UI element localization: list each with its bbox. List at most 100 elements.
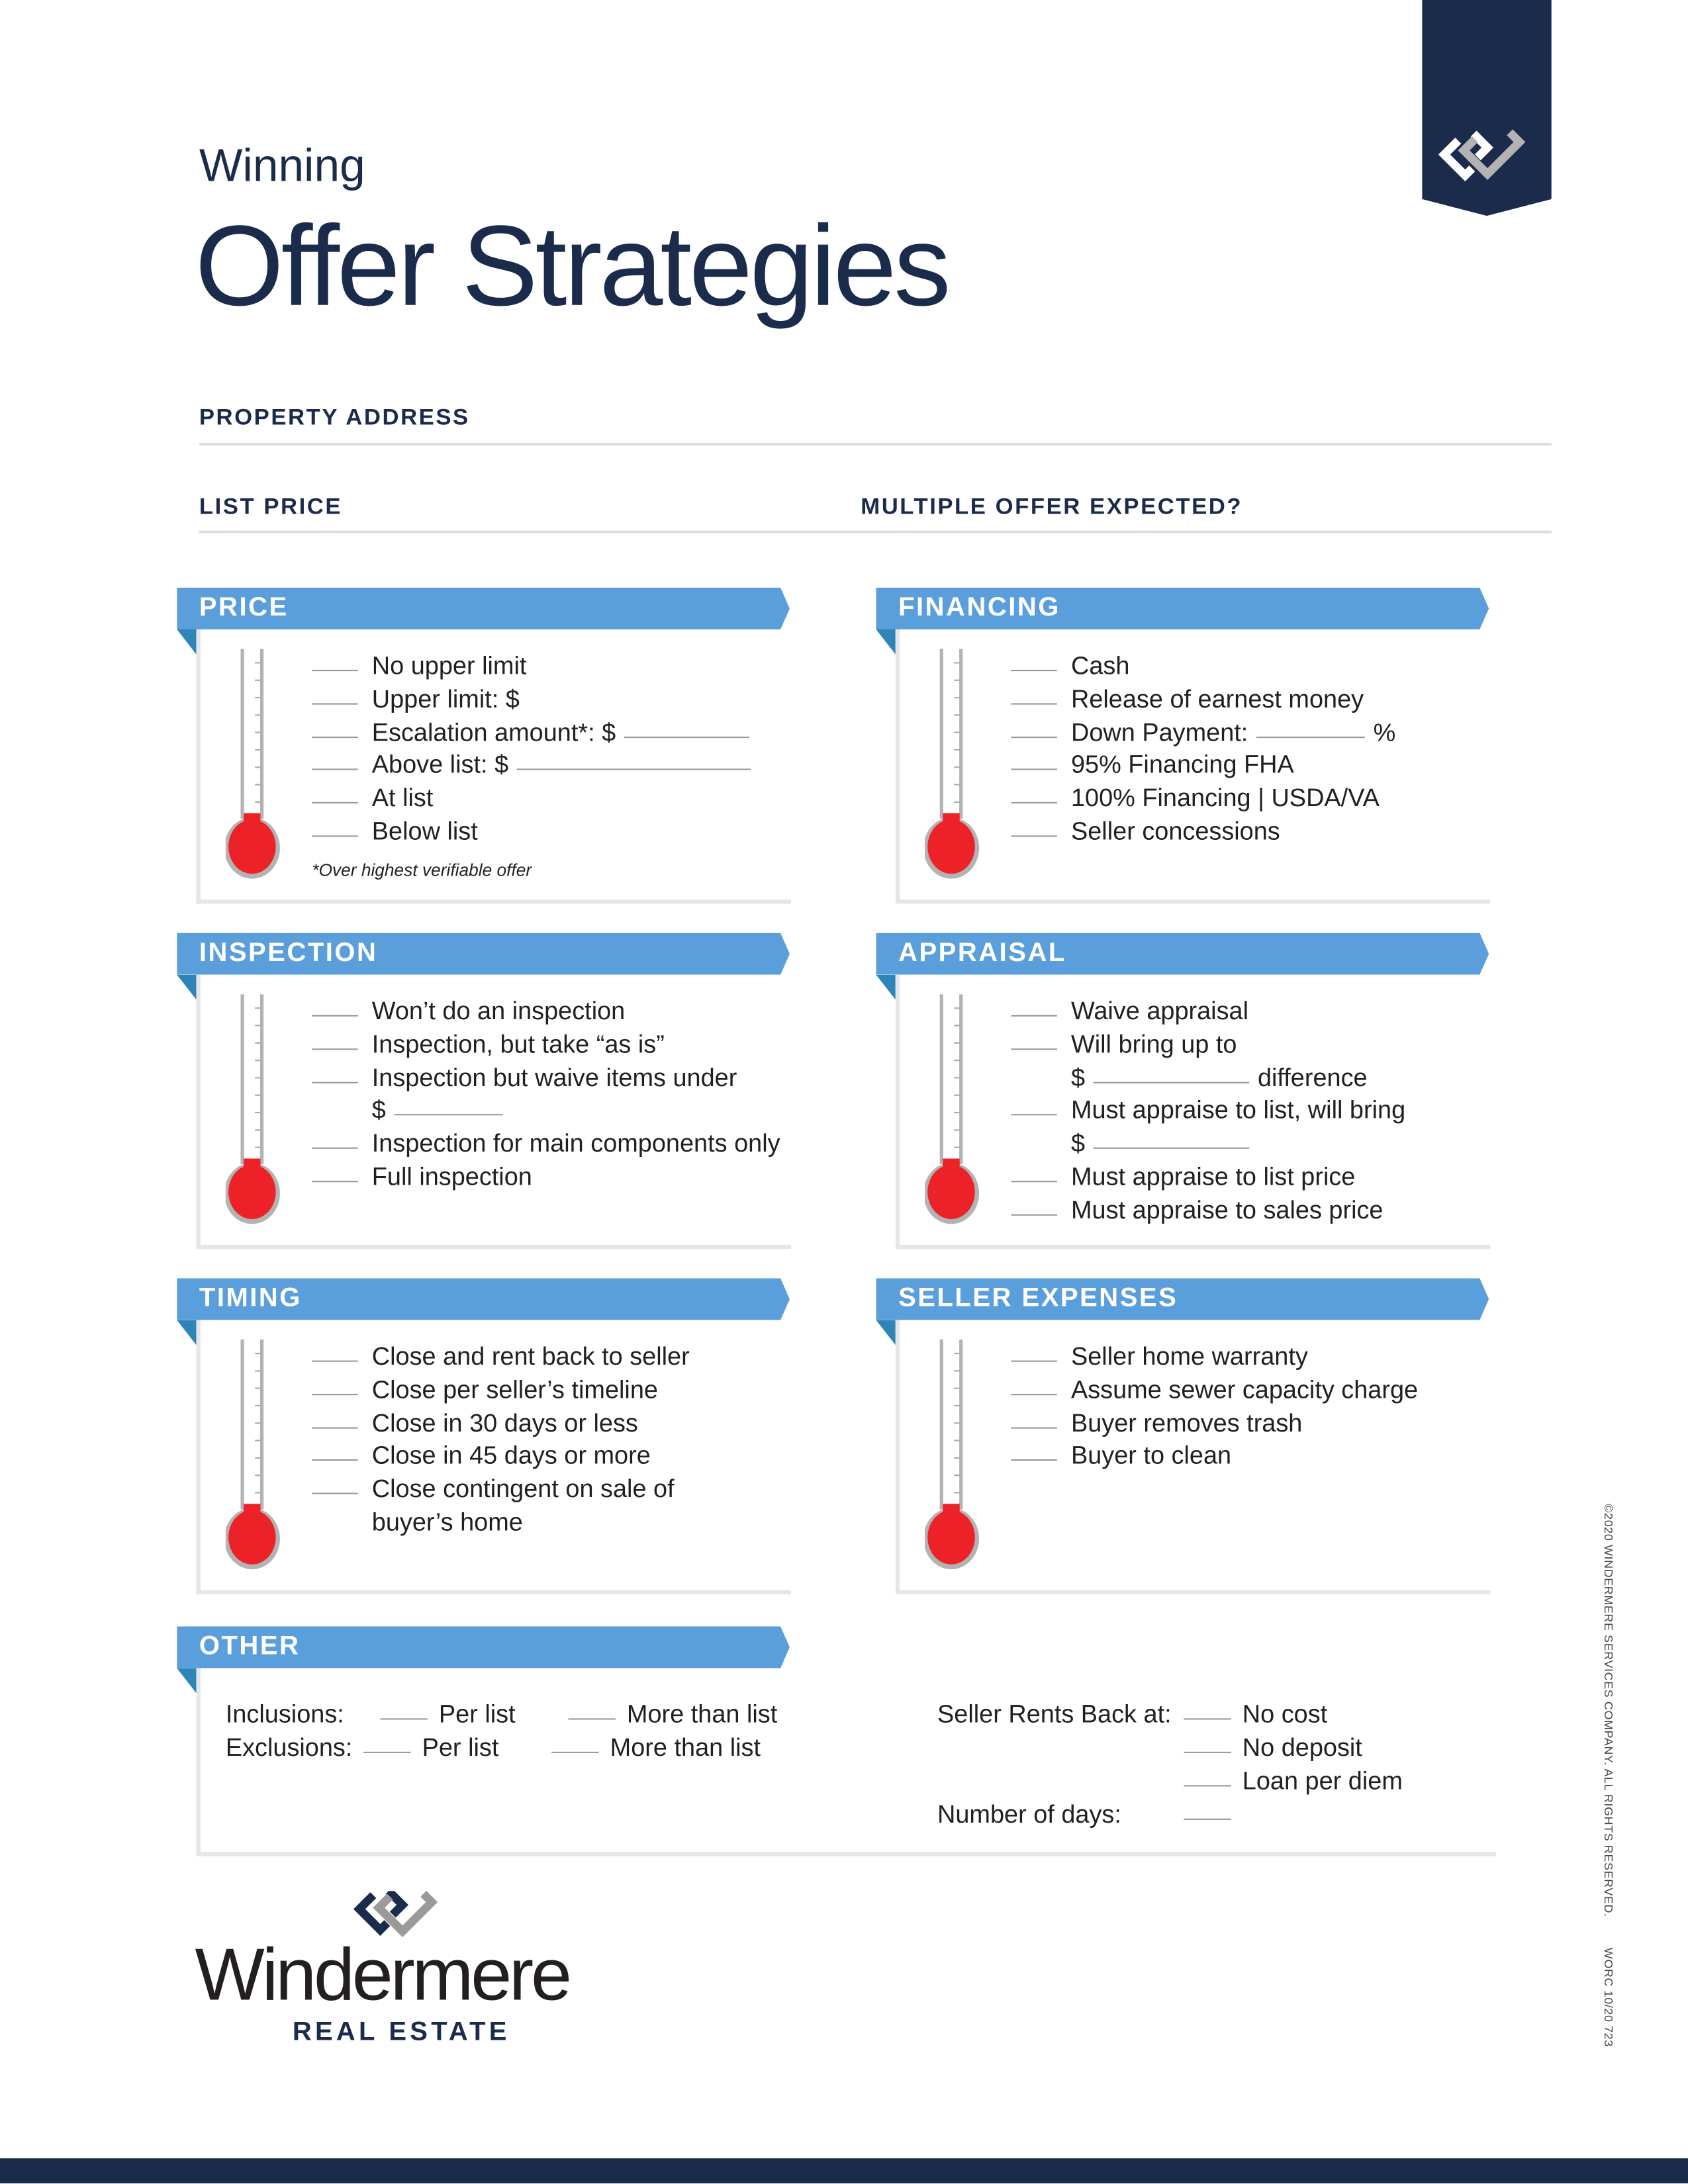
- section-header: SELLER EXPENSES: [876, 1278, 1489, 1320]
- checklist-item: Release of earnest money: [1011, 684, 1396, 717]
- check-blank[interactable]: [312, 1426, 358, 1428]
- check-blank[interactable]: [312, 1181, 358, 1183]
- check-blank[interactable]: [312, 1393, 358, 1395]
- check-blank[interactable]: [1011, 835, 1057, 837]
- box-border: [895, 899, 1491, 904]
- blank[interactable]: [1184, 1785, 1231, 1787]
- check-blank[interactable]: [312, 1459, 358, 1461]
- form-code: WORC 10/20 723: [1601, 1947, 1616, 2047]
- section-header: FINANCING: [876, 587, 1489, 630]
- check-blank[interactable]: [312, 1015, 358, 1017]
- checklist-item: Upper limit: $: [312, 684, 759, 717]
- fill-blank[interactable]: [1256, 736, 1366, 738]
- fill-blank[interactable]: [624, 736, 750, 738]
- check-blank[interactable]: [312, 1360, 358, 1362]
- check-blank[interactable]: [1011, 1048, 1057, 1050]
- check-blank[interactable]: [1011, 1393, 1057, 1395]
- checklist-item: Won’t do an inspection: [312, 995, 780, 1028]
- no-cost-option: No cost: [1242, 1700, 1328, 1729]
- item-suffix: difference: [1257, 1063, 1368, 1091]
- checklist-item: Must appraise to list, will bring: [1011, 1095, 1405, 1128]
- item-label: Assume sewer capacity charge: [1070, 1375, 1419, 1404]
- check-blank[interactable]: [312, 703, 358, 705]
- section-header: APPRAISAL: [876, 933, 1489, 975]
- check-blank[interactable]: [312, 1081, 358, 1083]
- fill-blank[interactable]: [394, 1115, 503, 1116]
- check-blank[interactable]: [312, 835, 358, 837]
- title-kicker: Winning: [199, 139, 365, 191]
- fill-blank[interactable]: [1093, 1148, 1250, 1150]
- check-blank[interactable]: [1011, 736, 1057, 738]
- check-blank[interactable]: [1011, 1115, 1057, 1116]
- header-flap: [177, 629, 197, 655]
- number-of-days-blank[interactable]: [1184, 1818, 1231, 1820]
- property-address-label: PROPERTY ADDRESS: [199, 405, 470, 431]
- exclusions-label: Exclusions:: [225, 1733, 353, 1762]
- check-blank[interactable]: [312, 1048, 358, 1050]
- blank[interactable]: [551, 1751, 599, 1753]
- blank[interactable]: [380, 1718, 428, 1720]
- check-blank[interactable]: [1011, 802, 1057, 804]
- check-blank[interactable]: [312, 1148, 358, 1150]
- fill-blank[interactable]: [516, 769, 751, 771]
- item-label: $: [371, 1096, 386, 1124]
- fill-blank[interactable]: [1093, 1081, 1250, 1083]
- per-list-option: Per list: [422, 1733, 499, 1762]
- check-blank[interactable]: [312, 670, 358, 672]
- header-flap: [876, 629, 896, 655]
- item-label: Close contingent on sale of: [371, 1475, 675, 1503]
- blank[interactable]: [363, 1751, 411, 1753]
- item-label: $: [1070, 1063, 1086, 1091]
- item-label: Won’t do an inspection: [371, 997, 626, 1025]
- box-border: [895, 1320, 900, 1595]
- windermere-logo-icon: [353, 1891, 438, 1938]
- item-label: Down Payment:: [1070, 717, 1248, 746]
- blank[interactable]: [568, 1718, 616, 1720]
- check-blank[interactable]: [1011, 1015, 1057, 1017]
- section-header: OTHER: [177, 1626, 790, 1668]
- check-blank[interactable]: [312, 736, 358, 738]
- check-blank[interactable]: [1011, 1360, 1057, 1362]
- item-label: Close per seller’s timeline: [371, 1375, 658, 1404]
- inclusions-label: Inclusions:: [225, 1700, 344, 1729]
- copyright: ©2020 WINDERMERE SERVICES COMPANY. ALL R…: [1601, 1504, 1616, 1917]
- check-blank[interactable]: [1011, 1181, 1057, 1183]
- thermometer-icon: [225, 994, 280, 1224]
- check-blank[interactable]: [1011, 670, 1057, 672]
- checklist-item: Below list: [312, 816, 759, 849]
- box-border: [196, 1668, 201, 1856]
- thermometer-icon: [225, 649, 280, 879]
- check-blank[interactable]: [312, 802, 358, 804]
- thermometer-icon: [925, 994, 980, 1224]
- check-blank[interactable]: [1011, 769, 1057, 771]
- rents-back-options: No cost No deposit Loan per diem: [1184, 1698, 1403, 1831]
- item-suffix: %: [1373, 717, 1396, 746]
- item-label: Release of earnest money: [1070, 684, 1364, 713]
- blank[interactable]: [1184, 1718, 1231, 1720]
- check-blank[interactable]: [312, 1492, 358, 1494]
- check-blank[interactable]: [1011, 703, 1057, 705]
- blank[interactable]: [1184, 1751, 1231, 1753]
- multiple-offer-label: MULTIPLE OFFER EXPECTED?: [861, 494, 1243, 520]
- list-price-field[interactable]: [199, 530, 1552, 533]
- item-label: At list: [371, 784, 434, 813]
- check-blank[interactable]: [1011, 1426, 1057, 1428]
- checklist-item: At list: [312, 783, 759, 816]
- check-blank[interactable]: [1011, 1459, 1057, 1461]
- check-blank[interactable]: [312, 769, 358, 771]
- page-title: Offer Strategies: [195, 203, 951, 330]
- checklist-item: Close per seller’s timeline: [312, 1374, 689, 1407]
- checklist-item: Close contingent on sale of: [312, 1473, 689, 1506]
- property-address-field[interactable]: [199, 443, 1552, 446]
- thermometer-icon: [925, 649, 980, 879]
- check-blank[interactable]: [1011, 1214, 1057, 1216]
- item-label: Full inspection: [371, 1162, 532, 1191]
- more-than-list-option: More than list: [626, 1700, 778, 1729]
- thermometer-icon: [225, 1340, 280, 1570]
- checklist-item: Escalation amount*: $: [312, 717, 759, 750]
